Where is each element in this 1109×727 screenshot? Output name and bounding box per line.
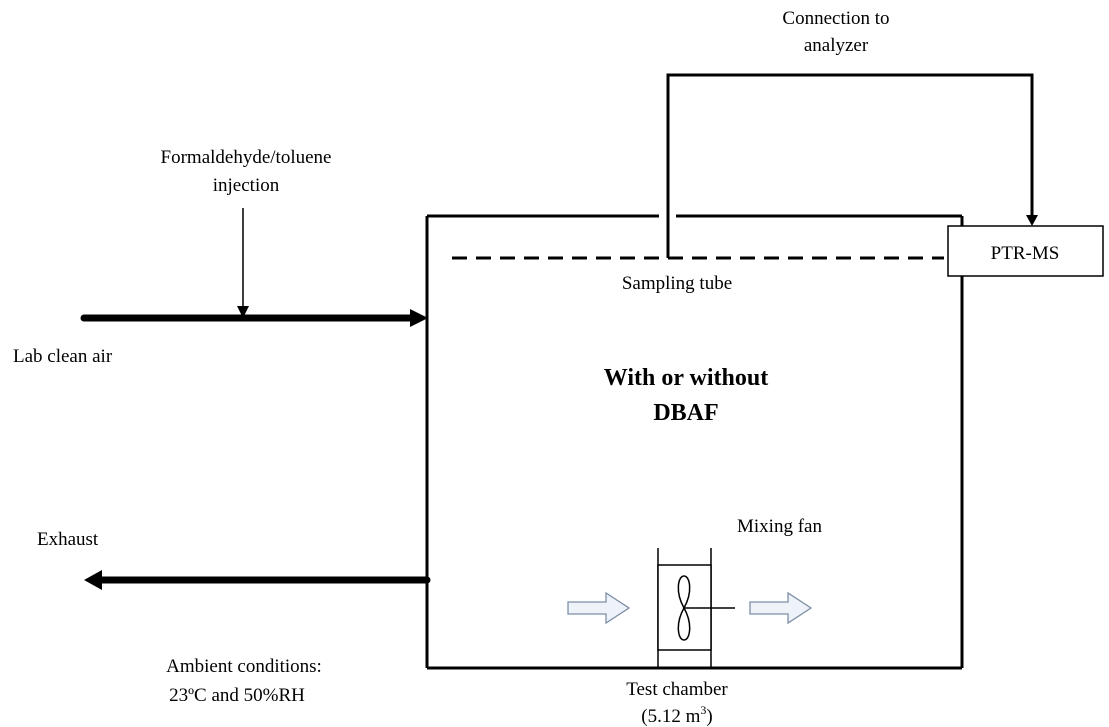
connection-label-line1: Connection to [782,8,889,29]
exhaust-arrow [84,570,431,590]
chamber-volume-open: (5.12 m [641,706,700,727]
analyzer-arrowhead [1026,215,1038,226]
chamber-volume-label: (5.12 m3) [641,703,712,727]
injection-label-line1: Formaldehyde/toluene [161,147,332,168]
airflow-arrow-right [749,591,813,625]
chamber-volume-close: ) [706,706,712,727]
analyzer-connection-line [666,73,1034,258]
ambient-label-line2: 23ºC and 50%RH [169,685,305,706]
exhaust-label: Exhaust [37,529,99,550]
fan-label: Mixing fan [737,516,822,537]
inlet-label: Lab clean air [13,346,113,367]
sampling-tube-label: Sampling tube [622,273,732,294]
ptr-ms-label: PTR-MS [991,243,1060,264]
center-label-line2: DBAF [653,400,718,426]
test-chamber [425,214,964,670]
injection-label-line2: injection [213,175,280,196]
center-label-line1: With or without [604,365,768,391]
ptr-ms-box [947,225,1104,277]
ambient-label-line1: Ambient conditions: [166,656,322,677]
chamber-volume-sup: 3 [700,703,706,717]
connection-label-line2: analyzer [804,35,869,56]
airflow-arrow-left [567,591,631,625]
mixing-fan [657,548,735,667]
chamber-label-line1: Test chamber [626,679,728,700]
injection-arrow [237,208,249,318]
inlet-arrow [80,309,428,327]
